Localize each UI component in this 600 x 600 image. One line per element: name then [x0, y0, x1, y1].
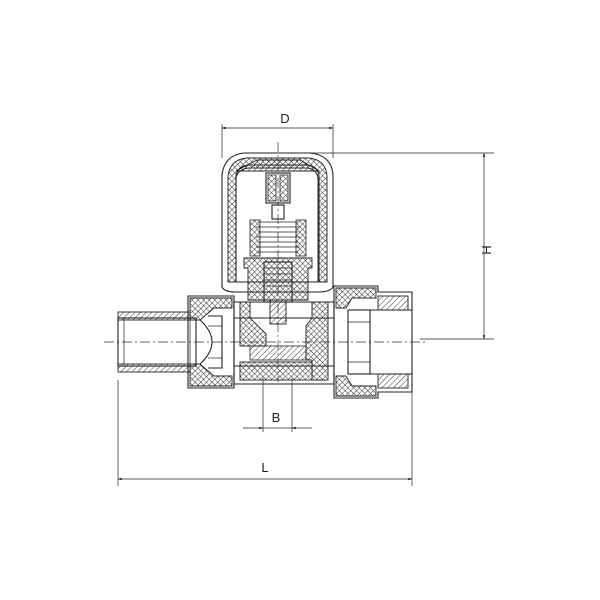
dimension-b-label: B: [272, 410, 281, 425]
dimension-l: L: [117, 380, 413, 486]
dimension-h: H: [300, 152, 494, 340]
dimension-b: B: [243, 378, 312, 432]
left-tailpiece: [117, 311, 197, 373]
dimension-d-label: D: [280, 111, 289, 126]
valve-stem: [243, 172, 313, 325]
dimension-l-label: L: [261, 460, 268, 475]
left-union-nut: [187, 295, 235, 389]
valve-handle: [221, 152, 334, 293]
dimension-d: D: [221, 111, 334, 158]
dimension-h-label: H: [479, 245, 494, 254]
right-union: [333, 285, 413, 399]
